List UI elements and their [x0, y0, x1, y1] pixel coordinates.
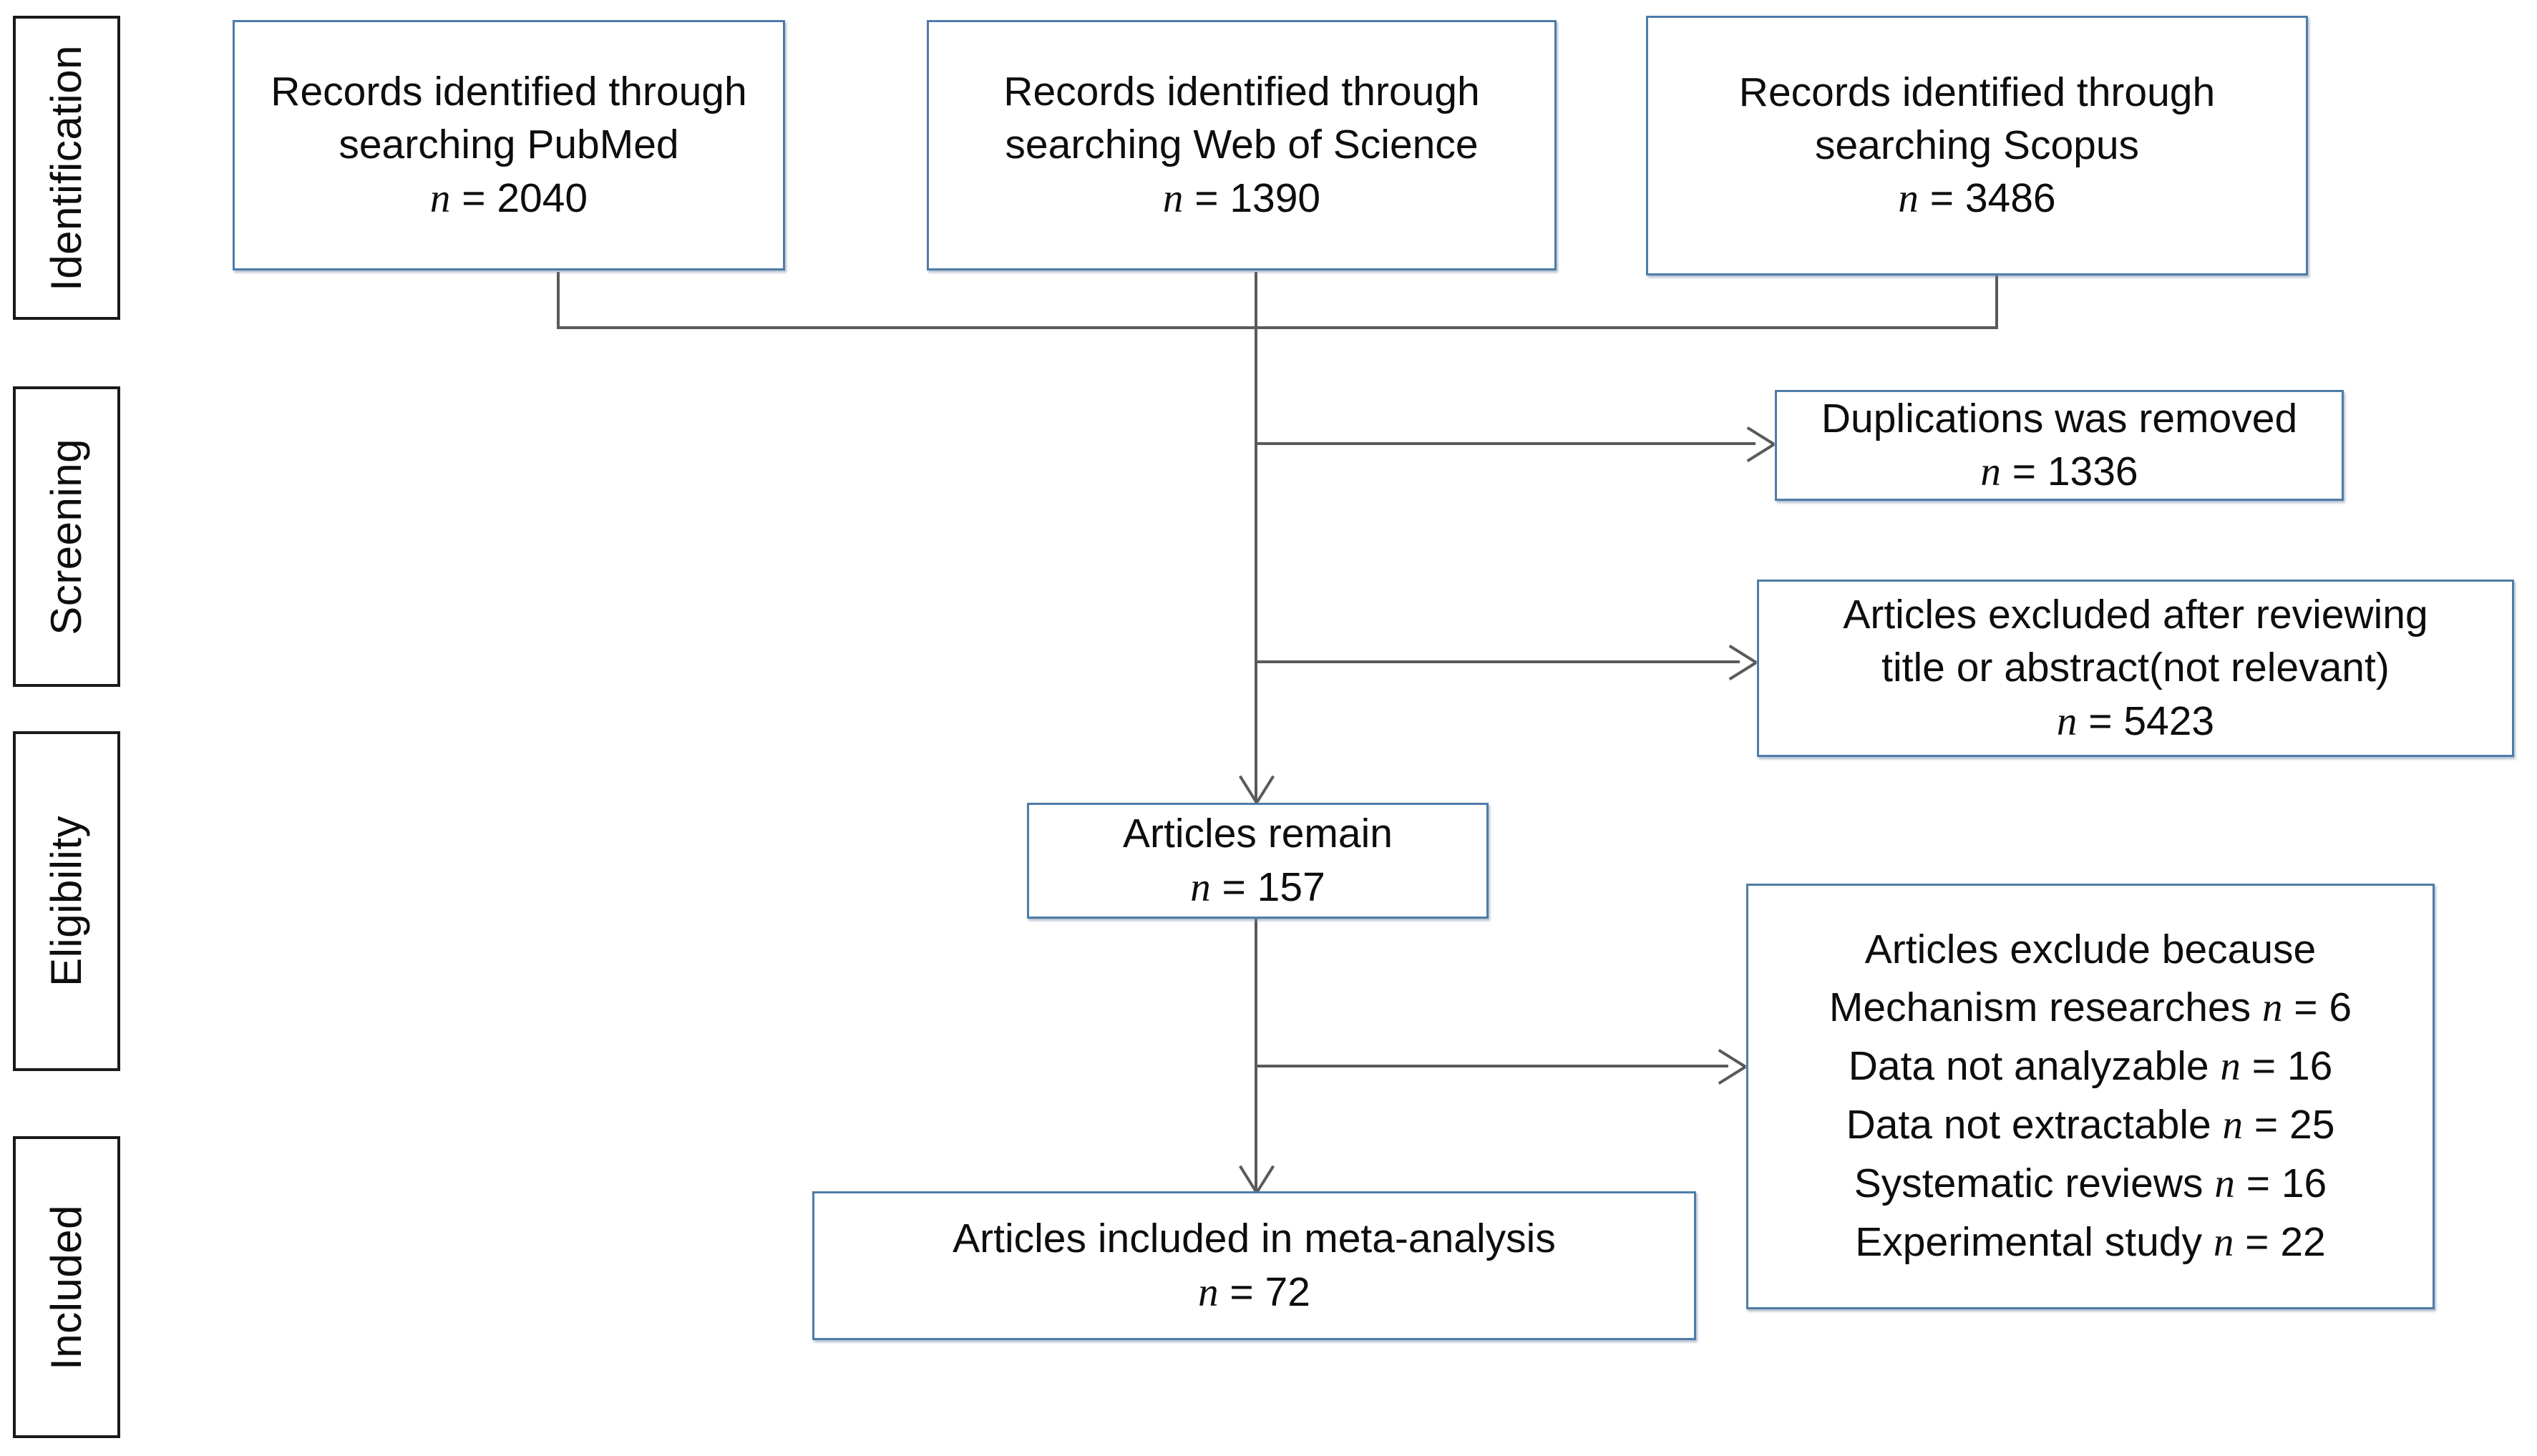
- reason-text-4: Systematic reviews: [1854, 1160, 2215, 1206]
- excluded-screening-eq: =: [2077, 698, 2124, 744]
- articles-remain-count: n = 157: [1190, 861, 1325, 914]
- scopus-line-1: Records identified through: [1738, 69, 2216, 115]
- wos-n-symbol: n: [1162, 175, 1184, 221]
- reason-n-symbol-1: n: [2261, 985, 2283, 1031]
- duplications-eq: =: [2000, 449, 2047, 494]
- reason-n-value-4: 16: [2281, 1160, 2327, 1206]
- reason-n-value-2: 16: [2287, 1043, 2333, 1090]
- articles-included-line-1: Articles included in meta-analysis: [953, 1216, 1556, 1262]
- excluded-reason-item: Data not analyzable n = 16: [1849, 1037, 2333, 1096]
- reason-n-symbol-3: n: [2222, 1103, 2244, 1148]
- connector-main-trunk: [1255, 272, 1257, 1191]
- reason-eq-3: =: [2243, 1102, 2290, 1148]
- reason-n-symbol-5: n: [2213, 1219, 2234, 1265]
- reason-n-value-5: 22: [2280, 1218, 2326, 1265]
- articles-remain-n-value: 157: [1257, 864, 1325, 910]
- duplications-n-value: 1336: [2047, 449, 2138, 494]
- reason-eq-5: =: [2234, 1218, 2281, 1265]
- node-records-scopus: Records identified through searching Sco…: [1646, 16, 2308, 275]
- node-records-pubmed: Records identified through searching Pub…: [233, 20, 785, 270]
- reason-text-5: Experimental study: [1855, 1218, 2214, 1265]
- stage-box-eligibility: Eligibility: [13, 731, 120, 1071]
- stage-box-screening: Screening: [13, 386, 120, 687]
- stage-label-eligibility: Eligibility: [42, 816, 90, 987]
- connector-branch-duplications: [1255, 442, 1756, 445]
- connector-scopus-stub: [1995, 275, 1998, 329]
- articles-included-count: n = 72: [1198, 1266, 1310, 1319]
- excluded-reason-item: Mechanism researches n = 6: [1829, 979, 2352, 1037]
- excluded-screening-n-symbol: n: [2056, 698, 2078, 744]
- articles-included-n-symbol: n: [1198, 1269, 1219, 1315]
- scopus-n-value: 3486: [1964, 175, 2056, 222]
- connector-merge-bar: [557, 326, 1998, 329]
- articles-remain-n-symbol: n: [1190, 864, 1211, 910]
- node-excluded-title-abstract: Articles excluded after reviewing title …: [1757, 580, 2514, 757]
- excluded-screening-count: n = 5423: [2057, 695, 2214, 748]
- reason-eq-2: =: [2240, 1043, 2287, 1090]
- articles-remain-line-1: Articles remain: [1123, 811, 1393, 857]
- excluded-screening-n-value: 5423: [2123, 698, 2215, 744]
- reason-text-2: Data not analyzable: [1848, 1043, 2221, 1090]
- stage-label-identification: Identification: [42, 44, 90, 291]
- stage-box-included: Included: [13, 1136, 120, 1438]
- reason-eq-1: =: [2282, 984, 2329, 1031]
- reason-text-3: Data not extractable: [1846, 1102, 2223, 1148]
- reason-n-symbol-4: n: [2214, 1161, 2235, 1206]
- node-articles-remain: Articles remain n = 157: [1027, 803, 1489, 919]
- node-records-web-of-science: Records identified through searching Web…: [927, 20, 1557, 270]
- pubmed-eq: =: [450, 175, 497, 221]
- node-excluded-reasons: Articles exclude because Mechanism resea…: [1746, 884, 2435, 1309]
- wos-n-value: 1390: [1229, 175, 1321, 221]
- connector-pubmed-stub: [557, 272, 560, 329]
- wos-line-2: searching Web of Science: [1005, 122, 1479, 168]
- reason-n-symbol-2: n: [2220, 1044, 2241, 1090]
- pubmed-n-symbol: n: [429, 175, 451, 221]
- excluded-reason-item: Experimental study n = 22: [1855, 1213, 2325, 1272]
- stage-box-identification: Identification: [13, 16, 120, 320]
- duplications-line-1: Duplications was removed: [1821, 395, 2298, 441]
- node-articles-included: Articles included in meta-analysis n = 7…: [812, 1191, 1696, 1340]
- scopus-line-2: searching Scopus: [1814, 122, 2140, 168]
- scopus-eq: =: [1918, 175, 1965, 222]
- stage-label-included: Included: [42, 1204, 90, 1370]
- connector-branch-screening-excluded: [1255, 660, 1740, 663]
- duplications-count: n = 1336: [1980, 445, 2138, 499]
- wos-count: n = 1390: [1163, 172, 1320, 225]
- excluded-reason-item: Data not extractable n = 25: [1846, 1096, 2335, 1155]
- excluded-screening-line-1: Articles excluded after reviewing: [1843, 592, 2428, 638]
- duplications-n-symbol: n: [1980, 449, 2001, 494]
- excluded-reasons-heading: Articles exclude because: [1864, 927, 2317, 973]
- wos-line-1: Records identified through: [1003, 69, 1480, 115]
- excluded-reason-item: Systematic reviews n = 16: [1854, 1155, 2327, 1213]
- articles-remain-eq: =: [1210, 864, 1257, 910]
- wos-eq: =: [1183, 175, 1230, 221]
- scopus-n-symbol: n: [1898, 176, 1919, 222]
- stage-label-screening: Screening: [42, 438, 90, 635]
- node-duplications-removed: Duplications was removed n = 1336: [1775, 390, 2344, 501]
- connector-branch-eligibility-excluded: [1255, 1065, 1728, 1067]
- reason-n-value-3: 25: [2289, 1102, 2335, 1148]
- scopus-count: n = 3486: [1898, 172, 2055, 225]
- reason-text-1: Mechanism researches: [1829, 984, 2262, 1031]
- reason-n-value-1: 6: [2329, 984, 2352, 1031]
- articles-included-n-value: 72: [1265, 1269, 1310, 1315]
- pubmed-line-1: Records identified through: [271, 69, 747, 115]
- pubmed-line-2: searching PubMed: [339, 122, 679, 168]
- articles-included-eq: =: [1218, 1269, 1265, 1315]
- reason-eq-4: =: [2234, 1160, 2282, 1206]
- pubmed-n-value: 2040: [497, 175, 588, 221]
- pubmed-count: n = 2040: [430, 172, 588, 225]
- excluded-screening-line-2: title or abstract(not relevant): [1881, 645, 2390, 691]
